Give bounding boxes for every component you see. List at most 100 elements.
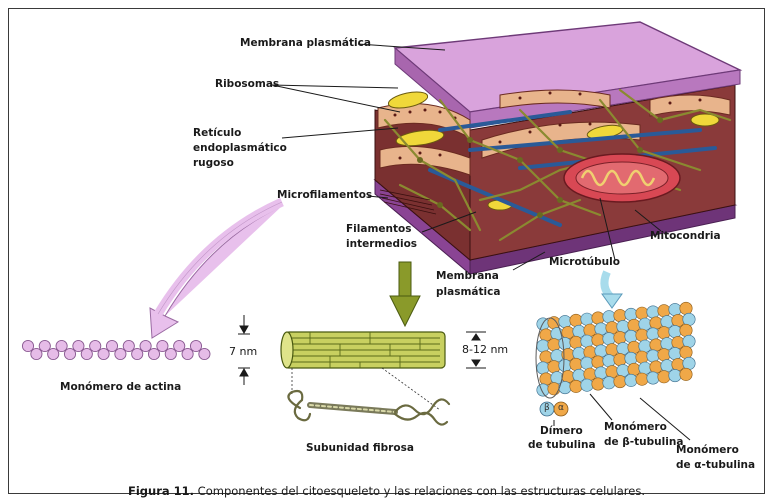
tubulin-monomer (617, 320, 629, 332)
tubulin-monomer (614, 331, 626, 343)
tubulin-monomer (614, 309, 626, 321)
tubulin-monomer (573, 347, 585, 359)
tubulin-monomer (669, 325, 681, 337)
tubulin-monomer (636, 329, 648, 341)
label-monomero-beta-1: Monómero (604, 420, 667, 435)
tubulin-monomer (581, 379, 593, 391)
tubulin-monomer (559, 359, 571, 371)
tubulin-monomer (658, 327, 670, 339)
arrow-to-actin (150, 206, 282, 338)
label-dimero-2: de tubulina (528, 438, 596, 453)
tubulin-monomer (617, 342, 629, 354)
tubulin-monomer (592, 356, 604, 368)
tubulin-monomer (570, 380, 582, 392)
tubulin-monomer (658, 349, 670, 361)
tubulin-monomer (617, 364, 629, 376)
label-reticulo-3: rugoso (193, 156, 234, 171)
dimension-intermedios: 8-12 nm (462, 343, 508, 356)
tubulin-monomer (625, 374, 637, 386)
label-microtubulo: Microtúbulo (549, 255, 620, 270)
tubulin-monomer (603, 333, 615, 345)
tubulin-monomer (548, 361, 560, 373)
caption-prefix: Figura 11. (128, 484, 194, 498)
tubulin-monomer (680, 302, 692, 314)
label-membrana-top: Membrana plasmática (240, 36, 371, 51)
tubulin-monomer (661, 360, 673, 372)
tubulin-monomer (559, 315, 571, 327)
tubulin-monomer (562, 370, 574, 382)
tubulin-monomer (683, 357, 695, 369)
tubulin-monomer (581, 357, 593, 369)
tubulin-monomer (603, 311, 615, 323)
label-ribosomas: Ribosomas (215, 77, 279, 92)
tubulin-monomer (584, 346, 596, 358)
intermediate-filament-bundle (281, 332, 445, 410)
tubulin-monomer (669, 303, 681, 315)
tubulin-monomer (669, 347, 681, 359)
tubulin-monomer (636, 307, 648, 319)
dimension-actina: 7 nm (229, 345, 257, 358)
tubulin-monomer (562, 326, 574, 338)
arrow-to-intermediate (390, 262, 420, 326)
tubulin-monomer (603, 377, 615, 389)
actin-monomer (140, 340, 151, 351)
label-mitocondria: Mitocondria (650, 229, 721, 244)
tubulin-monomer (669, 369, 681, 381)
tubulin-monomer (540, 351, 552, 363)
tubulin-monomer (581, 313, 593, 325)
label-membrana-bottom-2: plasmática (436, 285, 500, 300)
tubulin-monomer (592, 334, 604, 346)
tubulin-monomer (672, 314, 684, 326)
tubulin-monomer (540, 329, 552, 341)
actin-monomer (31, 348, 42, 359)
tubulin-monomer (537, 340, 549, 352)
beta-symbol: β (544, 403, 550, 413)
actin-monomer (174, 340, 185, 351)
tubulin-monomer (592, 312, 604, 324)
tubulin-monomer (559, 337, 571, 349)
label-dimero-1: Dímero (540, 424, 583, 439)
label-microfilamentos: Microfilamentos (277, 188, 372, 203)
tubulin-monomer (647, 328, 659, 340)
tubulin-monomer (639, 340, 651, 352)
label-monomero-alfa-1: Monómero (676, 443, 739, 458)
tubulin-monomer (639, 318, 651, 330)
tubulin-monomer (650, 361, 662, 373)
fibrous-subunit (288, 391, 449, 425)
caption-text: Componentes del citoesqueleto y las rela… (194, 484, 645, 498)
tubulin-monomer (628, 363, 640, 375)
tubulin-monomer (680, 346, 692, 358)
alfa-symbol: α (558, 403, 564, 413)
actin-monomer (148, 348, 159, 359)
actin-monomer (123, 340, 134, 351)
actin-monomer (81, 348, 92, 359)
tubulin-monomer (603, 355, 615, 367)
tubulin-monomer (628, 341, 640, 353)
actin-monomer (190, 340, 201, 351)
tubulin-monomer (548, 383, 560, 395)
tubulin-monomer (661, 338, 673, 350)
tubulin-monomer (584, 368, 596, 380)
actin-monomer (48, 348, 59, 359)
tubulin-monomer (573, 325, 585, 337)
tubulin-monomer (595, 367, 607, 379)
tubulin-monomer (606, 344, 618, 356)
actin-monomer (199, 348, 210, 359)
tubulin-monomer (573, 369, 585, 381)
tubulin-monomer (650, 339, 662, 351)
tubulin-monomer (625, 308, 637, 320)
label-filamentos-1: Filamentos (346, 222, 411, 237)
tubulin-monomer (592, 378, 604, 390)
tubulin-monomer (614, 353, 626, 365)
actin-monomer (165, 348, 176, 359)
tubulin-monomer (647, 350, 659, 362)
tubulin-monomer (584, 324, 596, 336)
actin-monomer (56, 340, 67, 351)
tubulin-monomer (595, 345, 607, 357)
tubulin-monomer (658, 371, 670, 383)
arrow-to-microtubule (602, 272, 622, 308)
tubulin-monomer (680, 324, 692, 336)
tubulin-monomer (548, 339, 560, 351)
tubulin-monomer (658, 305, 670, 317)
tubulin-monomer (570, 314, 582, 326)
